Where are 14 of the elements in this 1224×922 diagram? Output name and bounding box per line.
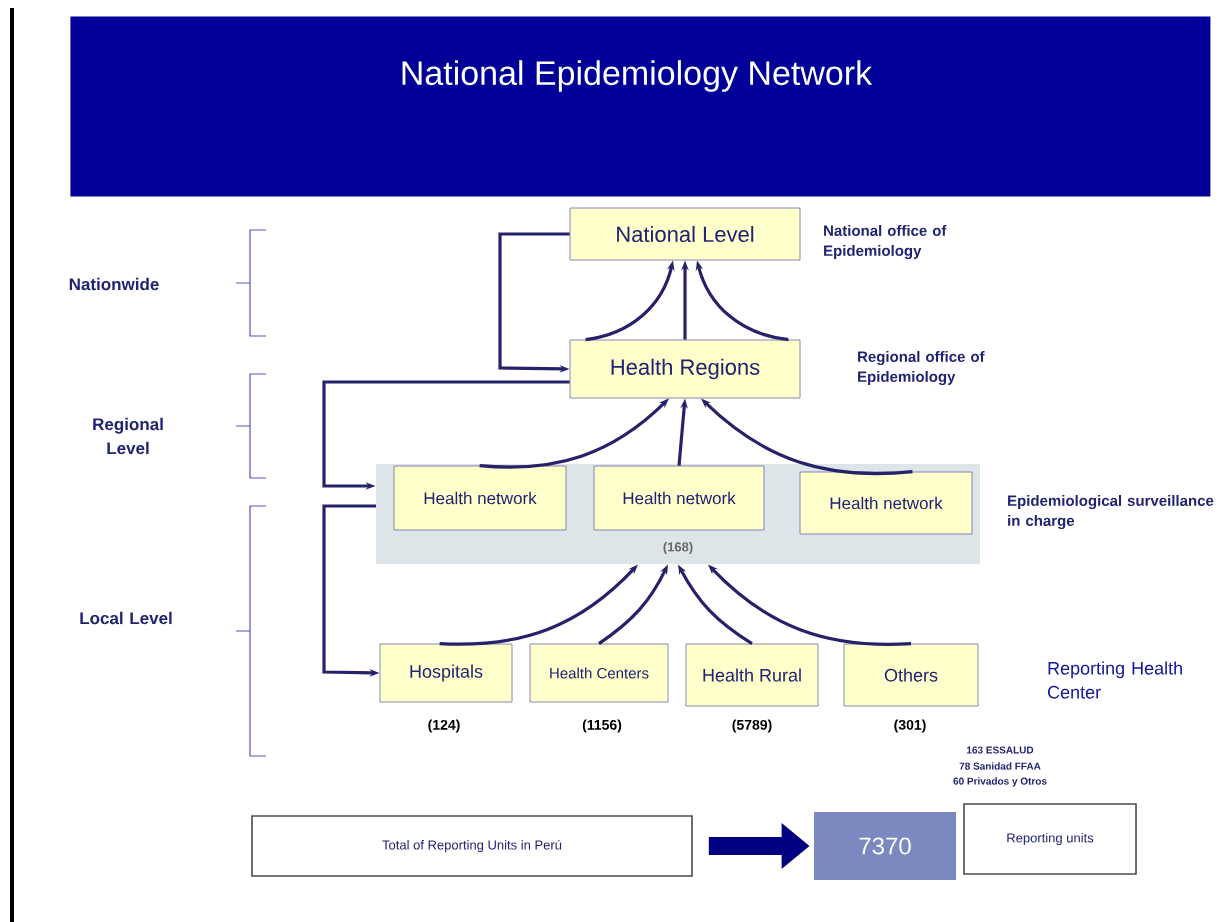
level-label: Regional Level (93, 417, 163, 455)
level-box: National Level (569, 207, 801, 261)
unit-box: Health network (799, 471, 973, 535)
category-label: Reporting Health Center (1048, 661, 1182, 699)
level-label: Local Level (80, 611, 172, 625)
unit-box: Hospitals (379, 643, 513, 703)
unit-box: Health network (393, 465, 567, 531)
level-label: Nationwide (69, 277, 159, 291)
unit-box: Health network (593, 465, 765, 531)
unit-box: Others (843, 643, 979, 707)
total-number-box: 7370 (814, 812, 956, 880)
unit-box: Health Rural (685, 643, 819, 707)
level-box: Health Regions (569, 339, 801, 399)
title: National Epidemiology Network (402, 60, 873, 92)
